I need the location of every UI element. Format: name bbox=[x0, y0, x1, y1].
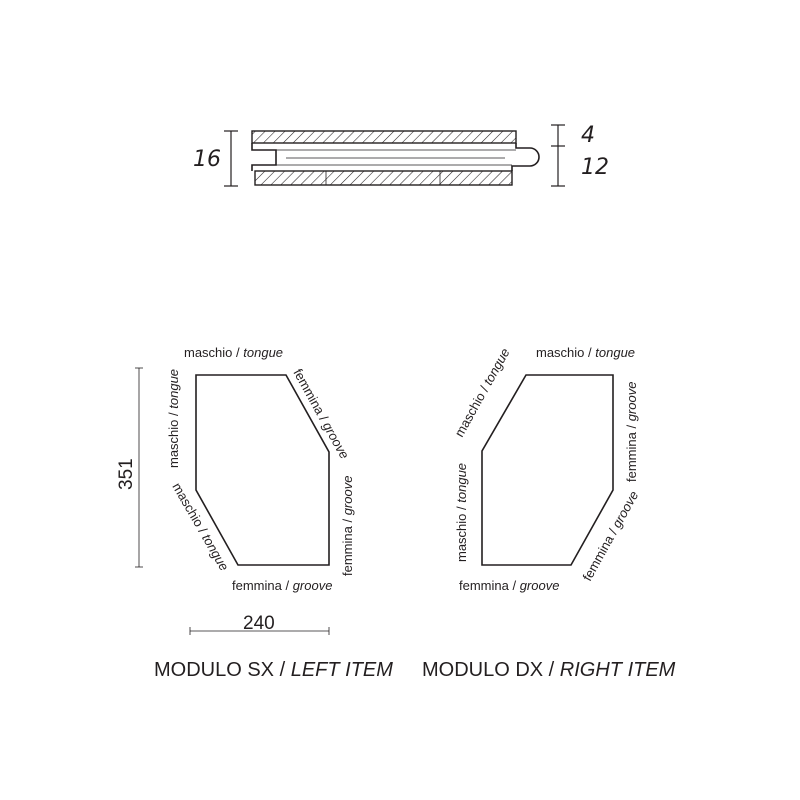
right-right-edge-sep: / bbox=[624, 421, 639, 432]
right-bottom-edge-sep: / bbox=[509, 578, 520, 593]
right-right-edge-word: femmina bbox=[624, 431, 639, 482]
left-top-edge-word: maschio bbox=[184, 345, 232, 360]
left-item: maschio / tongue maschio / tongue femmin… bbox=[116, 345, 393, 681]
right-item-caption: MODULO DX / RIGHT ITEM bbox=[422, 659, 676, 681]
right-diag-top-word: maschio bbox=[452, 390, 489, 440]
right-top-edge-word: maschio bbox=[536, 345, 584, 360]
left-bottom-edge-sep: / bbox=[282, 578, 293, 593]
right-caption-it: MODULO DX / bbox=[422, 659, 560, 681]
left-diag-bottom-en: tongue bbox=[199, 531, 232, 573]
core-outline bbox=[251, 143, 540, 171]
left-right-edge-word: femmina bbox=[340, 525, 355, 576]
right-left-edge-en: tongue bbox=[454, 463, 469, 503]
left-top-edge-en: tongue bbox=[243, 345, 283, 360]
left-left-edge-en: tongue bbox=[166, 369, 181, 409]
left-top-edge-label: maschio / tongue bbox=[184, 345, 283, 360]
bottom-layer-hatch bbox=[254, 170, 513, 186]
left-left-edge-word: maschio bbox=[166, 420, 181, 468]
top-layer-hatch bbox=[251, 130, 517, 144]
left-top-edge-sep: / bbox=[232, 345, 243, 360]
left-diag-top-en: groove bbox=[320, 419, 352, 461]
left-bottom-edge-label: femmina / groove bbox=[232, 578, 332, 593]
right-item: maschio / tongue maschio / tongue femmin… bbox=[422, 345, 676, 681]
right-diag-bottom-label: femmina / groove bbox=[580, 488, 642, 583]
right-bottom-edge-en: groove bbox=[520, 578, 560, 593]
right-bottom-edge-label: femmina / groove bbox=[459, 578, 559, 593]
left-right-edge-en: groove bbox=[340, 476, 355, 516]
left-right-edge-sep: / bbox=[340, 515, 355, 526]
right-top-edge-label: maschio / tongue bbox=[536, 345, 635, 360]
right-caption-en: RIGHT ITEM bbox=[560, 659, 676, 681]
right-item-outline bbox=[481, 374, 614, 566]
left-caption-it: MODULO SX / bbox=[154, 659, 291, 681]
right-left-edge-sep: / bbox=[454, 503, 469, 514]
board-cross-section: 16 4 12 bbox=[193, 123, 609, 187]
right-top-edge-en: tongue bbox=[595, 345, 635, 360]
right-diag-top-label: maschio / tongue bbox=[452, 346, 513, 440]
dim-4-label: 4 bbox=[581, 123, 595, 148]
dim-16-label: 16 bbox=[193, 147, 221, 172]
dim-12-label: 12 bbox=[581, 155, 609, 180]
left-left-edge-label: maschio / tongue bbox=[166, 369, 181, 468]
right-left-edge-word: maschio bbox=[454, 514, 469, 562]
left-bottom-edge-word: femmina bbox=[232, 578, 283, 593]
dim-351-label: 351 bbox=[116, 458, 137, 490]
right-right-edge-label: femmina / groove bbox=[624, 382, 639, 482]
left-diag-top-label: femmina / groove bbox=[290, 366, 352, 461]
dim-240-label: 240 bbox=[243, 613, 275, 634]
left-item-caption: MODULO SX / LEFT ITEM bbox=[154, 659, 393, 681]
left-caption-en: LEFT ITEM bbox=[291, 659, 394, 681]
left-left-edge-sep: / bbox=[166, 409, 181, 420]
right-bottom-edge-word: femmina bbox=[459, 578, 510, 593]
left-right-edge-label: femmina / groove bbox=[340, 476, 355, 576]
right-right-edge-en: groove bbox=[624, 382, 639, 422]
right-diag-bottom-en: groove bbox=[609, 488, 641, 530]
right-left-edge-label: maschio / tongue bbox=[454, 463, 469, 562]
right-diag-top-en: tongue bbox=[480, 346, 512, 388]
left-bottom-edge-en: groove bbox=[293, 578, 333, 593]
right-top-edge-sep: / bbox=[584, 345, 595, 360]
left-diag-bottom-word: maschio bbox=[169, 480, 206, 529]
left-item-outline bbox=[195, 374, 330, 566]
left-diag-bottom-label: maschio / tongue bbox=[169, 480, 232, 573]
